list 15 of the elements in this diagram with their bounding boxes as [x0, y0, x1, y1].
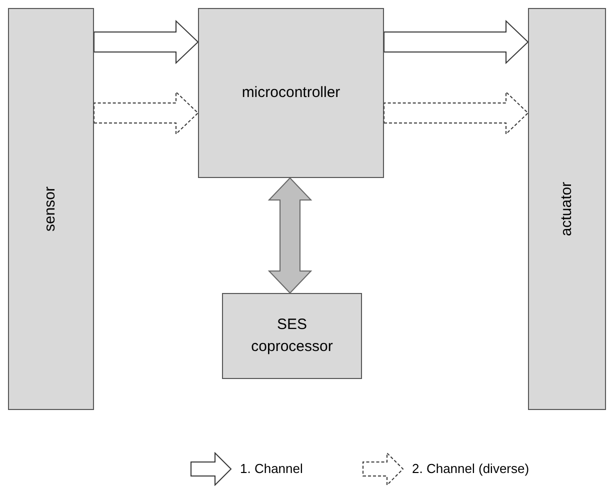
block-arrow [384, 20, 529, 64]
box-label: actuator [557, 182, 576, 236]
block-arrow [94, 90, 199, 136]
box-label: microcontroller [240, 83, 342, 103]
box-label: SES coprocessor [250, 315, 334, 357]
legend-label: 1. Channel [240, 460, 303, 478]
block-arrow [94, 20, 199, 64]
process-box [222, 293, 362, 379]
process-box [198, 8, 384, 178]
legend-label: 2. Channel (diverse) [412, 460, 530, 478]
box-label: sensor [41, 186, 60, 232]
block-arrow [268, 177, 312, 294]
process-box [528, 8, 606, 410]
process-box [8, 8, 94, 410]
block-arrow [384, 90, 529, 136]
